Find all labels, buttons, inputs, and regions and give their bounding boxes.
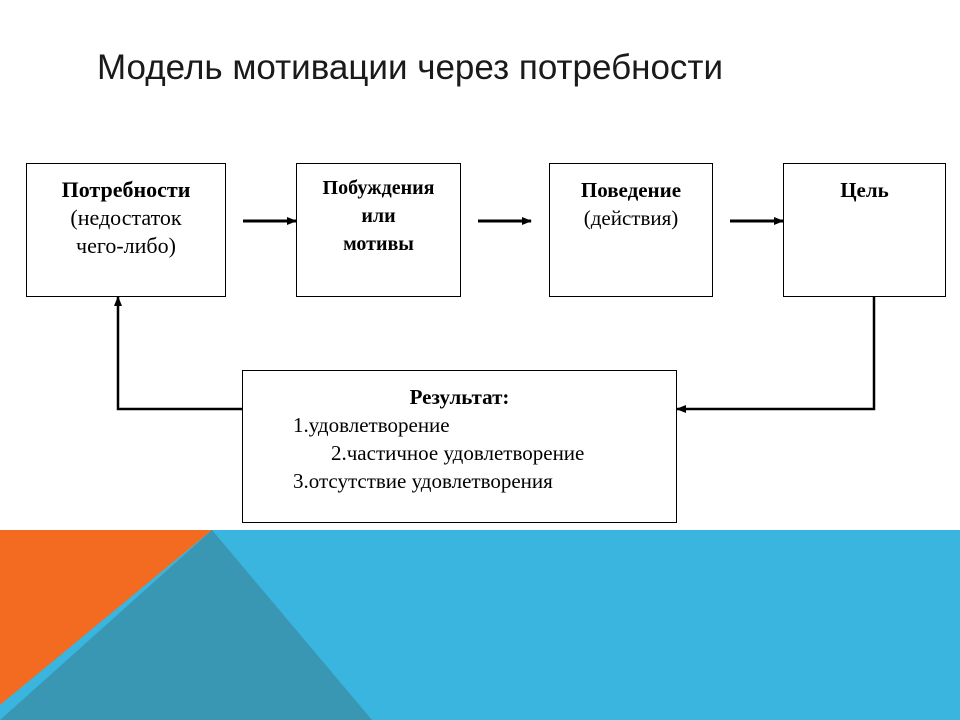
teal-triangle (0, 530, 372, 720)
motives-line-1: Побуждения (322, 177, 435, 199)
needs-box: Потребности (недостаток чего-либо) (26, 163, 226, 297)
result-heading: Результат: (409, 385, 510, 409)
goal-heading: Цель (840, 178, 889, 202)
result-item-1: 1.удовлетворение (293, 413, 450, 437)
result-box: Результат: 1.удовлетворение 2.частичное … (242, 370, 677, 523)
motives-line-2: или (361, 205, 396, 227)
behavior-box: Поведение (действия) (549, 163, 713, 297)
result-item-3: 3.отсутствие удовлетворения (293, 469, 553, 493)
needs-detail-line-1: (недостаток (70, 205, 182, 230)
motives-line-3: мотивы (343, 233, 414, 255)
needs-detail-line-2: чего-либо) (76, 233, 176, 258)
behavior-heading: Поведение (580, 178, 682, 202)
needs-heading: Потребности (61, 177, 191, 202)
motives-box: Побуждения или мотивы (296, 163, 461, 297)
result-item-2: 2.частичное удовлетворение (331, 441, 585, 465)
goal-box: Цель (783, 163, 946, 297)
orange-triangle (0, 530, 212, 705)
slide-title: Модель мотивации через потребности (97, 48, 724, 87)
behavior-detail: (действия) (583, 206, 679, 230)
